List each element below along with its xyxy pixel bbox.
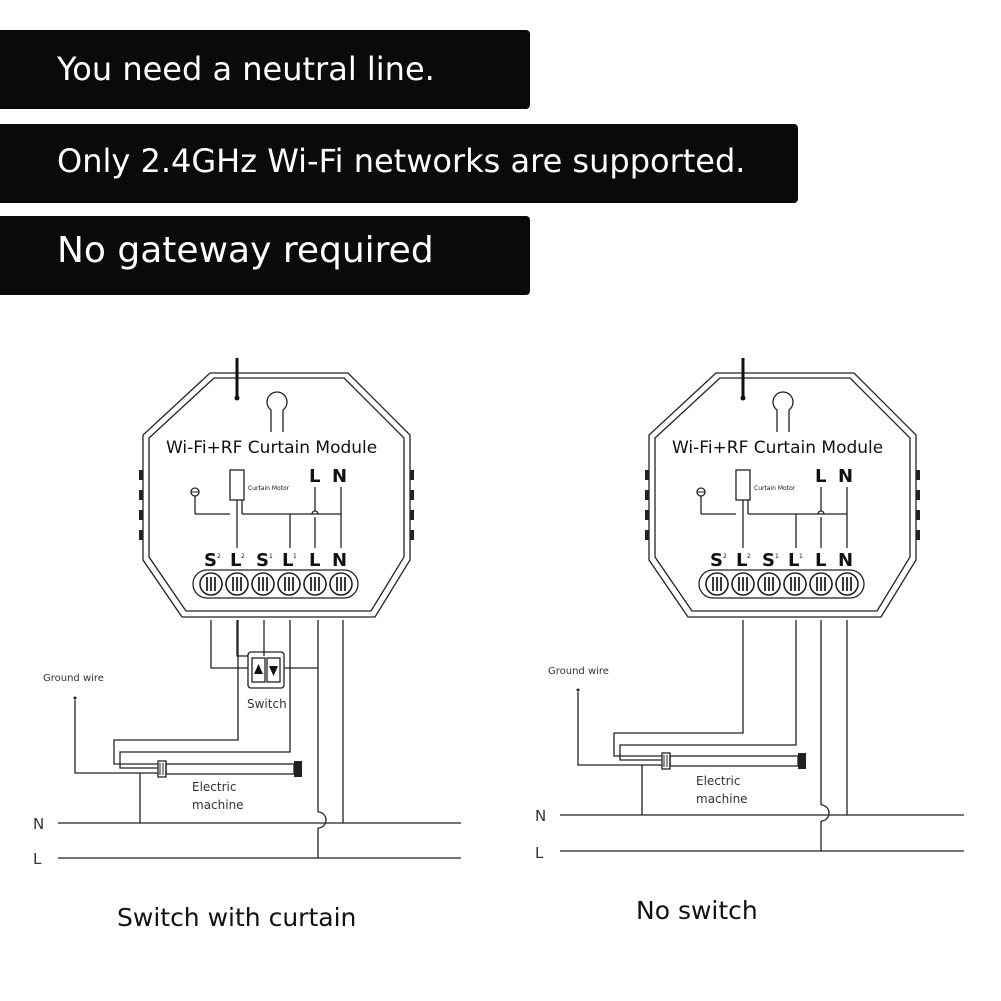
terminal-screw — [251, 572, 275, 596]
banner-neutral-line: You need a neutral line. — [0, 30, 530, 109]
terminal-sup-l1: 1 — [799, 553, 803, 560]
input-label-n: N — [332, 466, 347, 487]
terminal-block — [698, 569, 865, 599]
module-title: Wi-Fi+RF Curtain Module — [166, 438, 377, 458]
terminal-screw — [303, 572, 327, 596]
internal-schematic — [190, 469, 342, 548]
terminal-sup-s2: 2 — [217, 553, 221, 560]
banner-neutral-line-text: You need a neutral line. — [57, 50, 435, 88]
terminal-sup-s1: 1 — [775, 553, 779, 560]
mains-label-l: L — [535, 844, 544, 862]
motor-text-2: machine — [696, 792, 748, 806]
terminal-label-l1: L — [788, 550, 799, 571]
terminal-sup-s1: 1 — [269, 553, 273, 560]
caption-no-switch: No switch — [636, 896, 758, 925]
ground-terminal — [73, 696, 77, 700]
ground-wire-label: Ground wire — [548, 666, 609, 677]
wall-switch — [247, 651, 285, 689]
mounting-hole — [266, 391, 288, 432]
antenna-tip — [234, 395, 240, 401]
terminal-label-n: N — [332, 550, 347, 571]
terminal-screw — [199, 572, 223, 596]
terminal-screw — [705, 572, 729, 596]
terminal-label-s2: S — [204, 550, 217, 571]
terminal-screw — [783, 572, 807, 596]
mains-label-n: N — [33, 815, 44, 833]
motor-text-1: Electric — [696, 774, 740, 788]
curtain-motor-label: Curtain Motor — [248, 485, 290, 492]
module-side-ridges — [139, 470, 414, 540]
terminal-sup-l2: 2 — [747, 553, 751, 560]
module-body-inner — [148, 377, 405, 612]
terminal-screw — [835, 572, 859, 596]
terminal-label-l1: L — [282, 550, 293, 571]
ground-terminal — [576, 688, 580, 692]
mains-label-l: L — [33, 850, 42, 868]
input-label-n: N — [838, 466, 853, 487]
terminal-sup-l2: 2 — [241, 553, 245, 560]
banner-wifi-support: Only 2.4GHz Wi-Fi networks are supported… — [0, 124, 798, 203]
mains-label-n: N — [535, 807, 546, 825]
motor-text-1: Electric — [192, 780, 236, 794]
electric-motor — [157, 760, 302, 778]
terminal-label-l2: L — [736, 550, 747, 571]
diagram-no-switch: Wi-Fi+RF Curtain Module L N Curtain Moto… — [535, 358, 964, 925]
curtain-motor-label: Curtain Motor — [754, 485, 796, 492]
module-title: Wi-Fi+RF Curtain Module — [672, 438, 883, 458]
banner-no-gateway: No gateway required — [0, 216, 530, 295]
external-wiring — [58, 620, 461, 859]
module-body — [648, 372, 917, 618]
terminal-label-s1: S — [256, 550, 269, 571]
motor-text-2: machine — [192, 798, 244, 812]
terminal-screw — [809, 572, 833, 596]
module-body — [142, 372, 411, 618]
module-side-ridges — [645, 470, 920, 540]
mounting-hole — [772, 391, 794, 432]
electric-motor — [661, 752, 806, 770]
terminal-label-s1: S — [762, 550, 775, 571]
terminal-label-l2: L — [230, 550, 241, 571]
input-label-l: L — [309, 466, 320, 487]
terminal-sup-l1: 1 — [293, 553, 297, 560]
terminal-screw — [225, 572, 249, 596]
terminal-label-l: L — [309, 550, 320, 571]
antenna-tip — [740, 395, 746, 401]
terminal-block — [192, 569, 359, 599]
switch-label: Switch — [247, 697, 287, 711]
internal-schematic — [696, 469, 848, 548]
terminal-label-l: L — [815, 550, 826, 571]
terminal-screw — [277, 572, 301, 596]
terminal-sup-s2: 2 — [723, 553, 727, 560]
terminal-label-s2: S — [710, 550, 723, 571]
diagram-switch-with-curtain: Wi-Fi+RF Curtain Module L N Curtain Moto… — [33, 358, 461, 932]
terminal-screw — [757, 572, 781, 596]
banner-wifi-support-text: Only 2.4GHz Wi-Fi networks are supported… — [57, 142, 746, 180]
curtain-motor-symbol — [229, 469, 245, 501]
ground-wire-label: Ground wire — [43, 673, 104, 684]
caption-switch-with-curtain: Switch with curtain — [117, 903, 356, 932]
terminal-screw — [731, 572, 755, 596]
module-body-inner — [654, 377, 911, 612]
banner-no-gateway-text: No gateway required — [57, 230, 434, 271]
external-wiring — [560, 620, 964, 852]
curtain-motor-symbol — [735, 469, 751, 501]
terminal-screw — [329, 572, 353, 596]
terminal-label-n: N — [838, 550, 853, 571]
input-label-l: L — [815, 466, 826, 487]
